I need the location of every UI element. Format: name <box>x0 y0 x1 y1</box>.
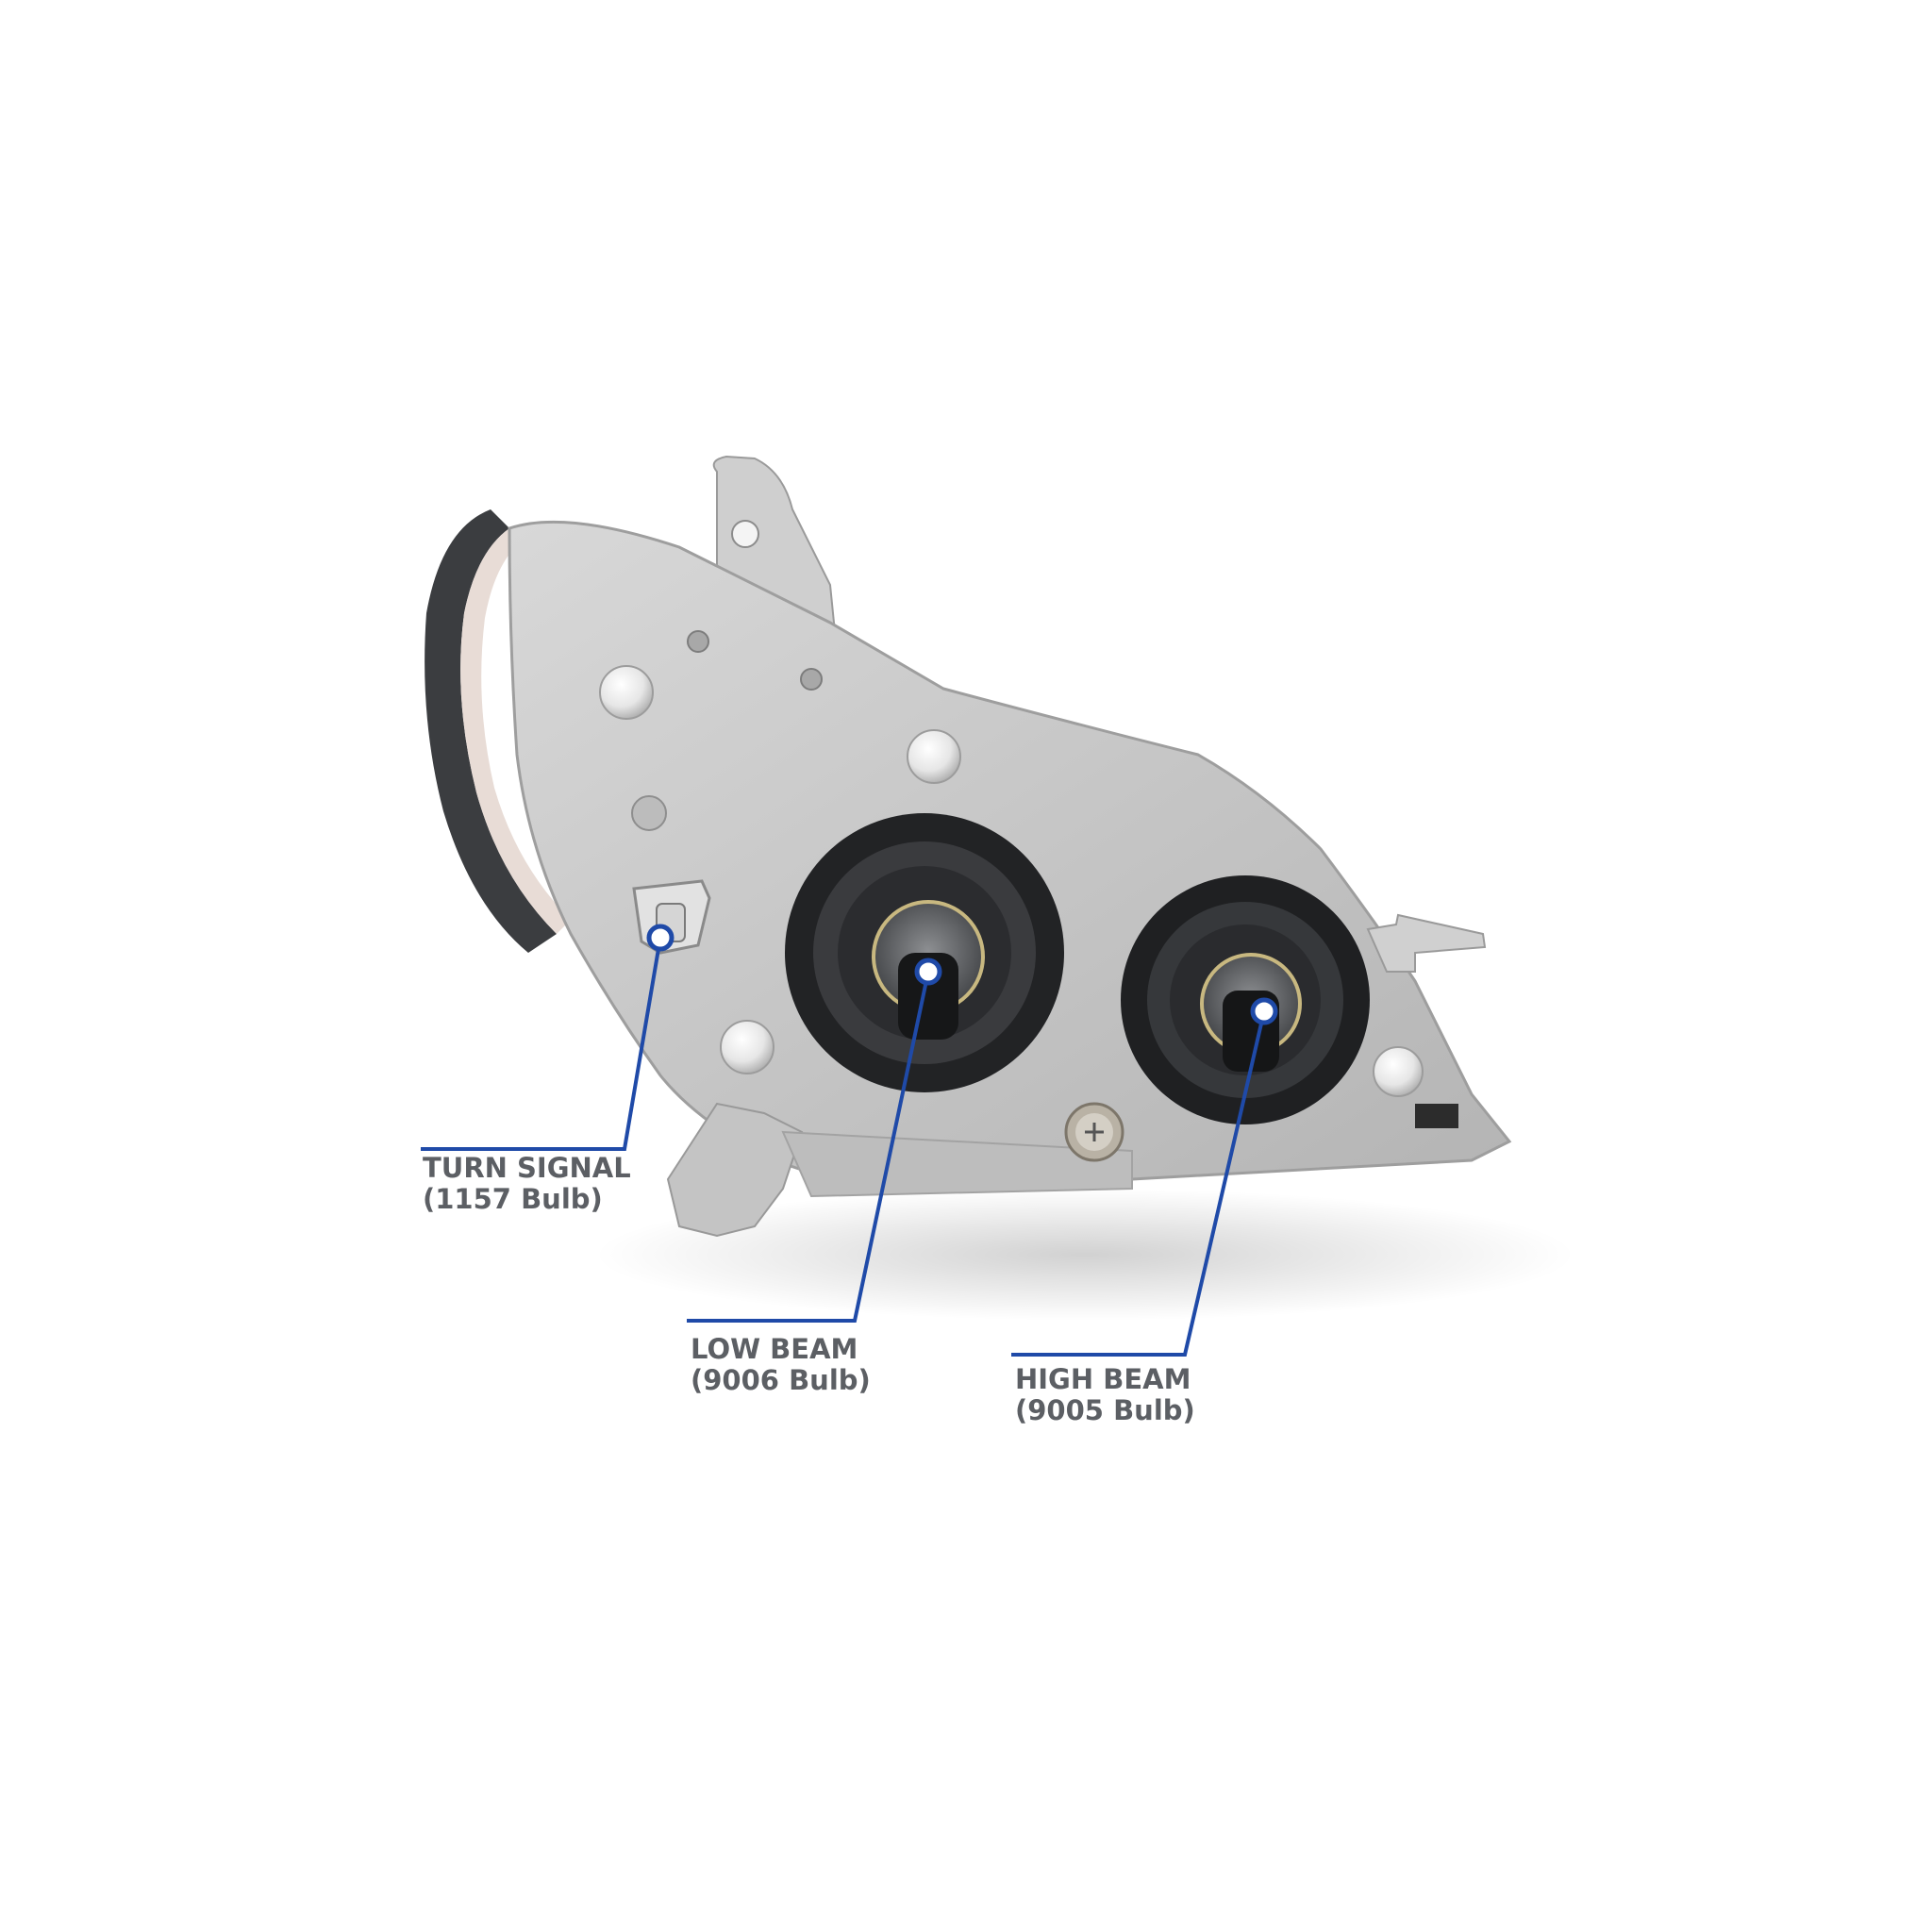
adjuster-knob <box>599 665 654 720</box>
lens-amber-strip <box>460 528 571 934</box>
low-beam-leader-line <box>687 971 930 1323</box>
high-beam-marker <box>1250 997 1278 1025</box>
high-beam-label: HIGH BEAM (9005 Bulb) <box>1015 1364 1195 1426</box>
bracket-hole <box>731 520 759 548</box>
low-beam-connector <box>898 953 958 1040</box>
turn-signal-marker <box>646 924 675 952</box>
adjuster-knob <box>907 729 961 784</box>
turn-signal-label: TURN SIGNAL (1157 Bulb) <box>423 1153 631 1215</box>
lower-mounting-bracket <box>666 1102 804 1238</box>
small-post <box>800 668 823 691</box>
right-mounting-tab <box>1366 913 1487 973</box>
turn-signal-leader-line <box>421 937 662 1151</box>
black-clip <box>1415 1104 1458 1128</box>
adjuster-knob <box>720 1020 774 1074</box>
floor-shadow <box>594 1189 1575 1321</box>
high-beam-bulb: (9005 Bulb) <box>1015 1394 1195 1426</box>
small-post <box>687 630 709 653</box>
high-beam-leader-line <box>1011 1010 1266 1357</box>
low-beam-label: LOW BEAM (9006 Bulb) <box>691 1334 871 1396</box>
high-beam-title: HIGH BEAM <box>1015 1363 1191 1395</box>
screw-cross <box>1085 1123 1104 1141</box>
low-beam-bulb: (9006 Bulb) <box>691 1364 871 1396</box>
turn-signal-bulb: (1157 Bulb) <box>423 1183 603 1215</box>
adjuster-knob <box>1373 1046 1424 1097</box>
low-beam-marker <box>914 958 942 986</box>
low-beam-title: LOW BEAM <box>691 1333 858 1365</box>
small-post <box>631 795 667 831</box>
lens-chrome-edge <box>425 509 557 953</box>
turn-signal-title: TURN SIGNAL <box>423 1152 631 1184</box>
lower-rib-panel <box>781 1130 1133 1198</box>
